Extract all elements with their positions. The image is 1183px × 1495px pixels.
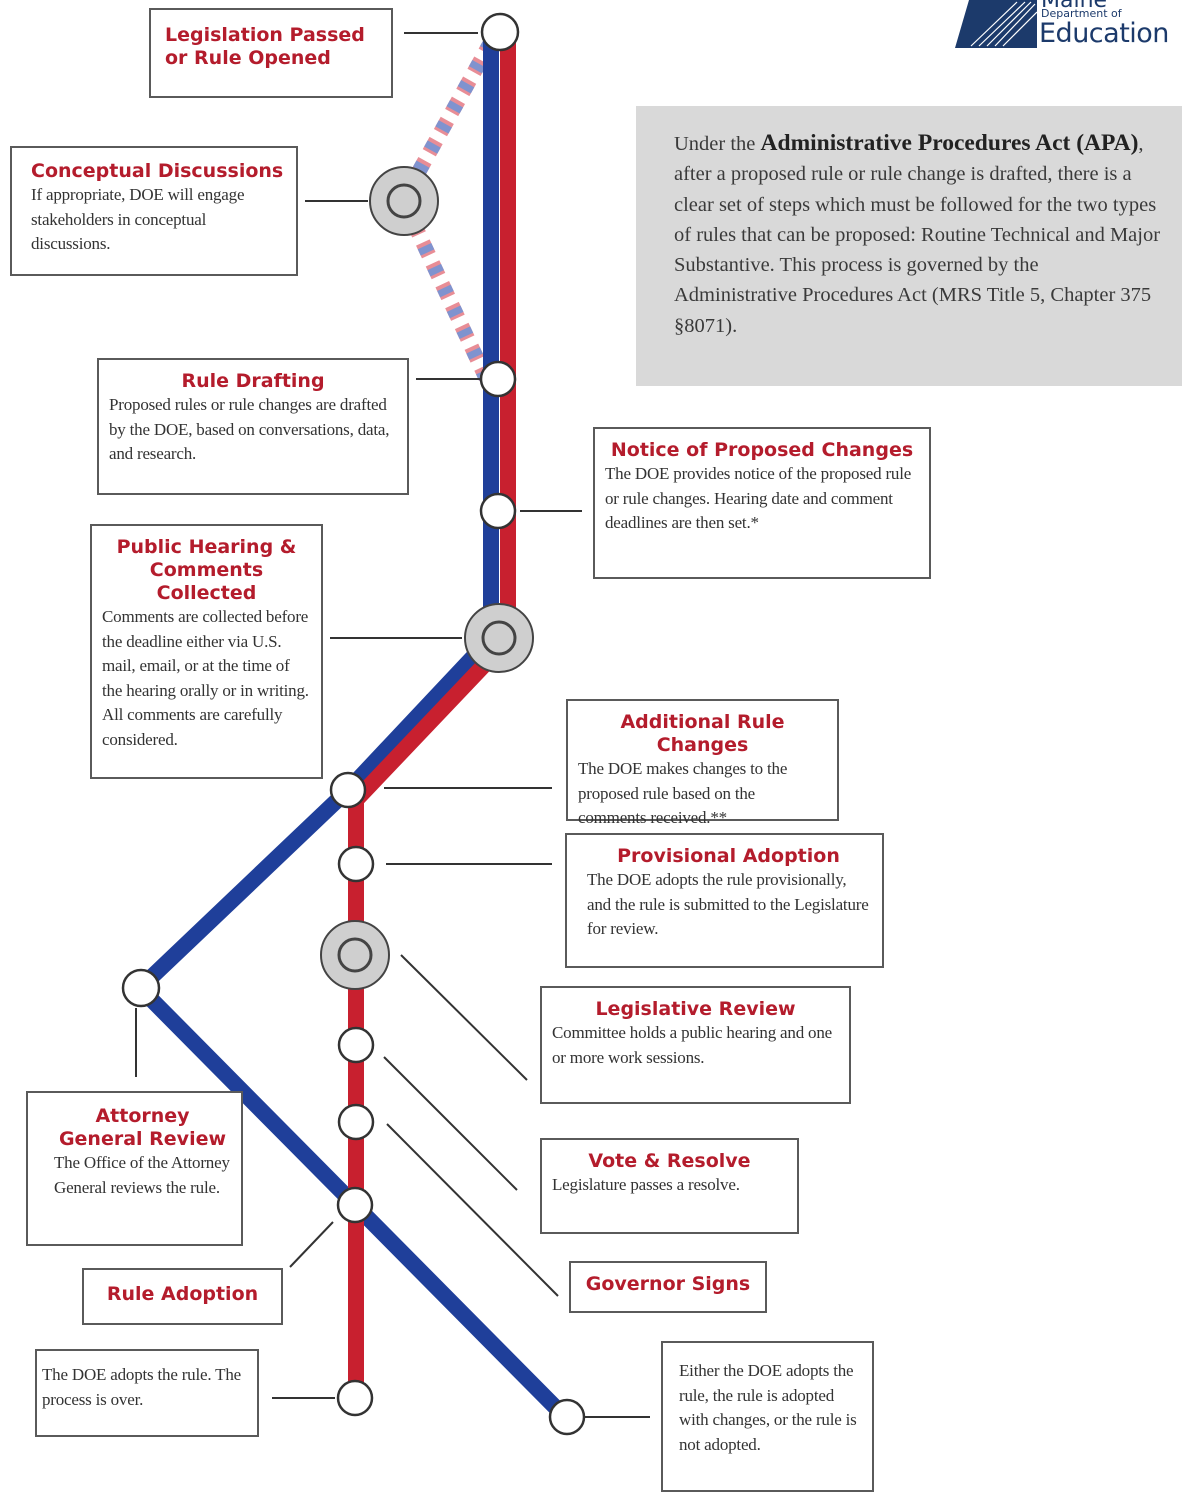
stop-provisional (337, 845, 375, 883)
box-provisional: Provisional Adoption The DOE adopts the … (565, 833, 884, 968)
text-vote: Legislature passes a resolve. (552, 1175, 740, 1194)
stop-governor (337, 1103, 375, 1141)
box-end-red: The DOE adopts the rule. The process is … (35, 1349, 259, 1437)
stop-drafting (479, 360, 517, 398)
title-additional: Additional Rule Changes (620, 711, 785, 756)
box-notice: Notice of Proposed Changes The DOE provi… (593, 427, 931, 579)
text-hearing: Comments are collected before the deadli… (102, 607, 309, 749)
box-end-blue: Either the DOE adopts the rule, the rule… (661, 1341, 874, 1492)
stop-end-red (336, 1379, 374, 1417)
text-drafting: Proposed rules or rule changes are draft… (109, 395, 390, 463)
hub-legislative (320, 920, 390, 990)
stop-attorney-split (121, 968, 161, 1008)
info-text-start: Under the (674, 133, 761, 155)
red-track (348, 32, 516, 1397)
text-legislative: Committee holds a public hearing and one… (552, 1023, 832, 1067)
box-drafting: Rule Drafting Proposed rules or rule cha… (97, 358, 409, 495)
maine-doe-logo: Maine Department of Education (955, 0, 1183, 50)
stop-adoption (336, 1186, 374, 1224)
box-governor: Governor Signs (569, 1261, 767, 1313)
box-additional: Additional Rule Changes The DOE makes ch… (566, 699, 839, 827)
hub-stops (320, 166, 534, 990)
box-adoption: Rule Adoption (82, 1268, 283, 1325)
title-governor: Governor Signs (585, 1273, 751, 1295)
title-adoption: Rule Adoption (106, 1283, 259, 1305)
info-bold-act: Administrative Procedures Act (APA) (760, 130, 1139, 156)
logo-name: Maine (1041, 0, 1108, 13)
logo-department: Department of (1041, 7, 1122, 20)
logo-mark-icon (955, 0, 1037, 48)
text-attorney: The Office of the Attorney General revie… (54, 1153, 230, 1197)
logo-education: Education (1039, 18, 1169, 49)
text-additional: The DOE makes changes to the proposed ru… (578, 759, 788, 827)
text-provisional: The DOE adopts the rule provisionally, a… (587, 870, 869, 938)
title-legislative: Legislative Review (595, 998, 796, 1020)
title-hearing: Public Hearing & Comments Collected (116, 536, 297, 604)
stop-legislation (480, 12, 520, 52)
box-legislation: Legislation Passed or Rule Opened (149, 8, 393, 98)
title-attorney: Attorney General Review (58, 1105, 227, 1150)
text-end-red: The DOE adopts the rule. The process is … (42, 1365, 241, 1409)
title-vote: Vote & Resolve (588, 1150, 751, 1172)
text-conceptual: If appropriate, DOE will engage stakehol… (31, 185, 245, 253)
title-conceptual: Conceptual Discussions (31, 160, 284, 182)
title-drafting: Rule Drafting (181, 370, 325, 392)
stop-end-blue (548, 1398, 586, 1436)
title-notice: Notice of Proposed Changes (610, 439, 914, 461)
info-text-rest: , after a proposed rule or rule change i… (674, 133, 1161, 337)
box-vote: Vote & Resolve Legislature passes a reso… (540, 1138, 799, 1234)
hub-conceptual (369, 166, 439, 236)
stop-additional (329, 771, 367, 809)
stop-notice (479, 492, 517, 530)
apa-info-box: Under the Administrative Procedures Act … (636, 106, 1182, 386)
text-end-blue: Either the DOE adopts the rule, the rule… (679, 1361, 857, 1454)
box-conceptual: Conceptual Discussions If appropriate, D… (10, 146, 298, 276)
connectors (135, 32, 650, 1418)
text-notice: The DOE provides notice of the proposed … (605, 464, 912, 532)
box-hearing: Public Hearing & Comments Collected Comm… (90, 524, 323, 779)
stops (121, 12, 586, 1436)
box-attorney: Attorney General Review The Office of th… (26, 1091, 243, 1246)
box-legislative: Legislative Review Committee holds a pub… (540, 986, 851, 1104)
title-provisional: Provisional Adoption (617, 845, 840, 867)
stop-vote (337, 1026, 375, 1064)
title-legislation: Legislation Passed or Rule Opened (165, 24, 365, 69)
hub-hearing (464, 603, 534, 673)
